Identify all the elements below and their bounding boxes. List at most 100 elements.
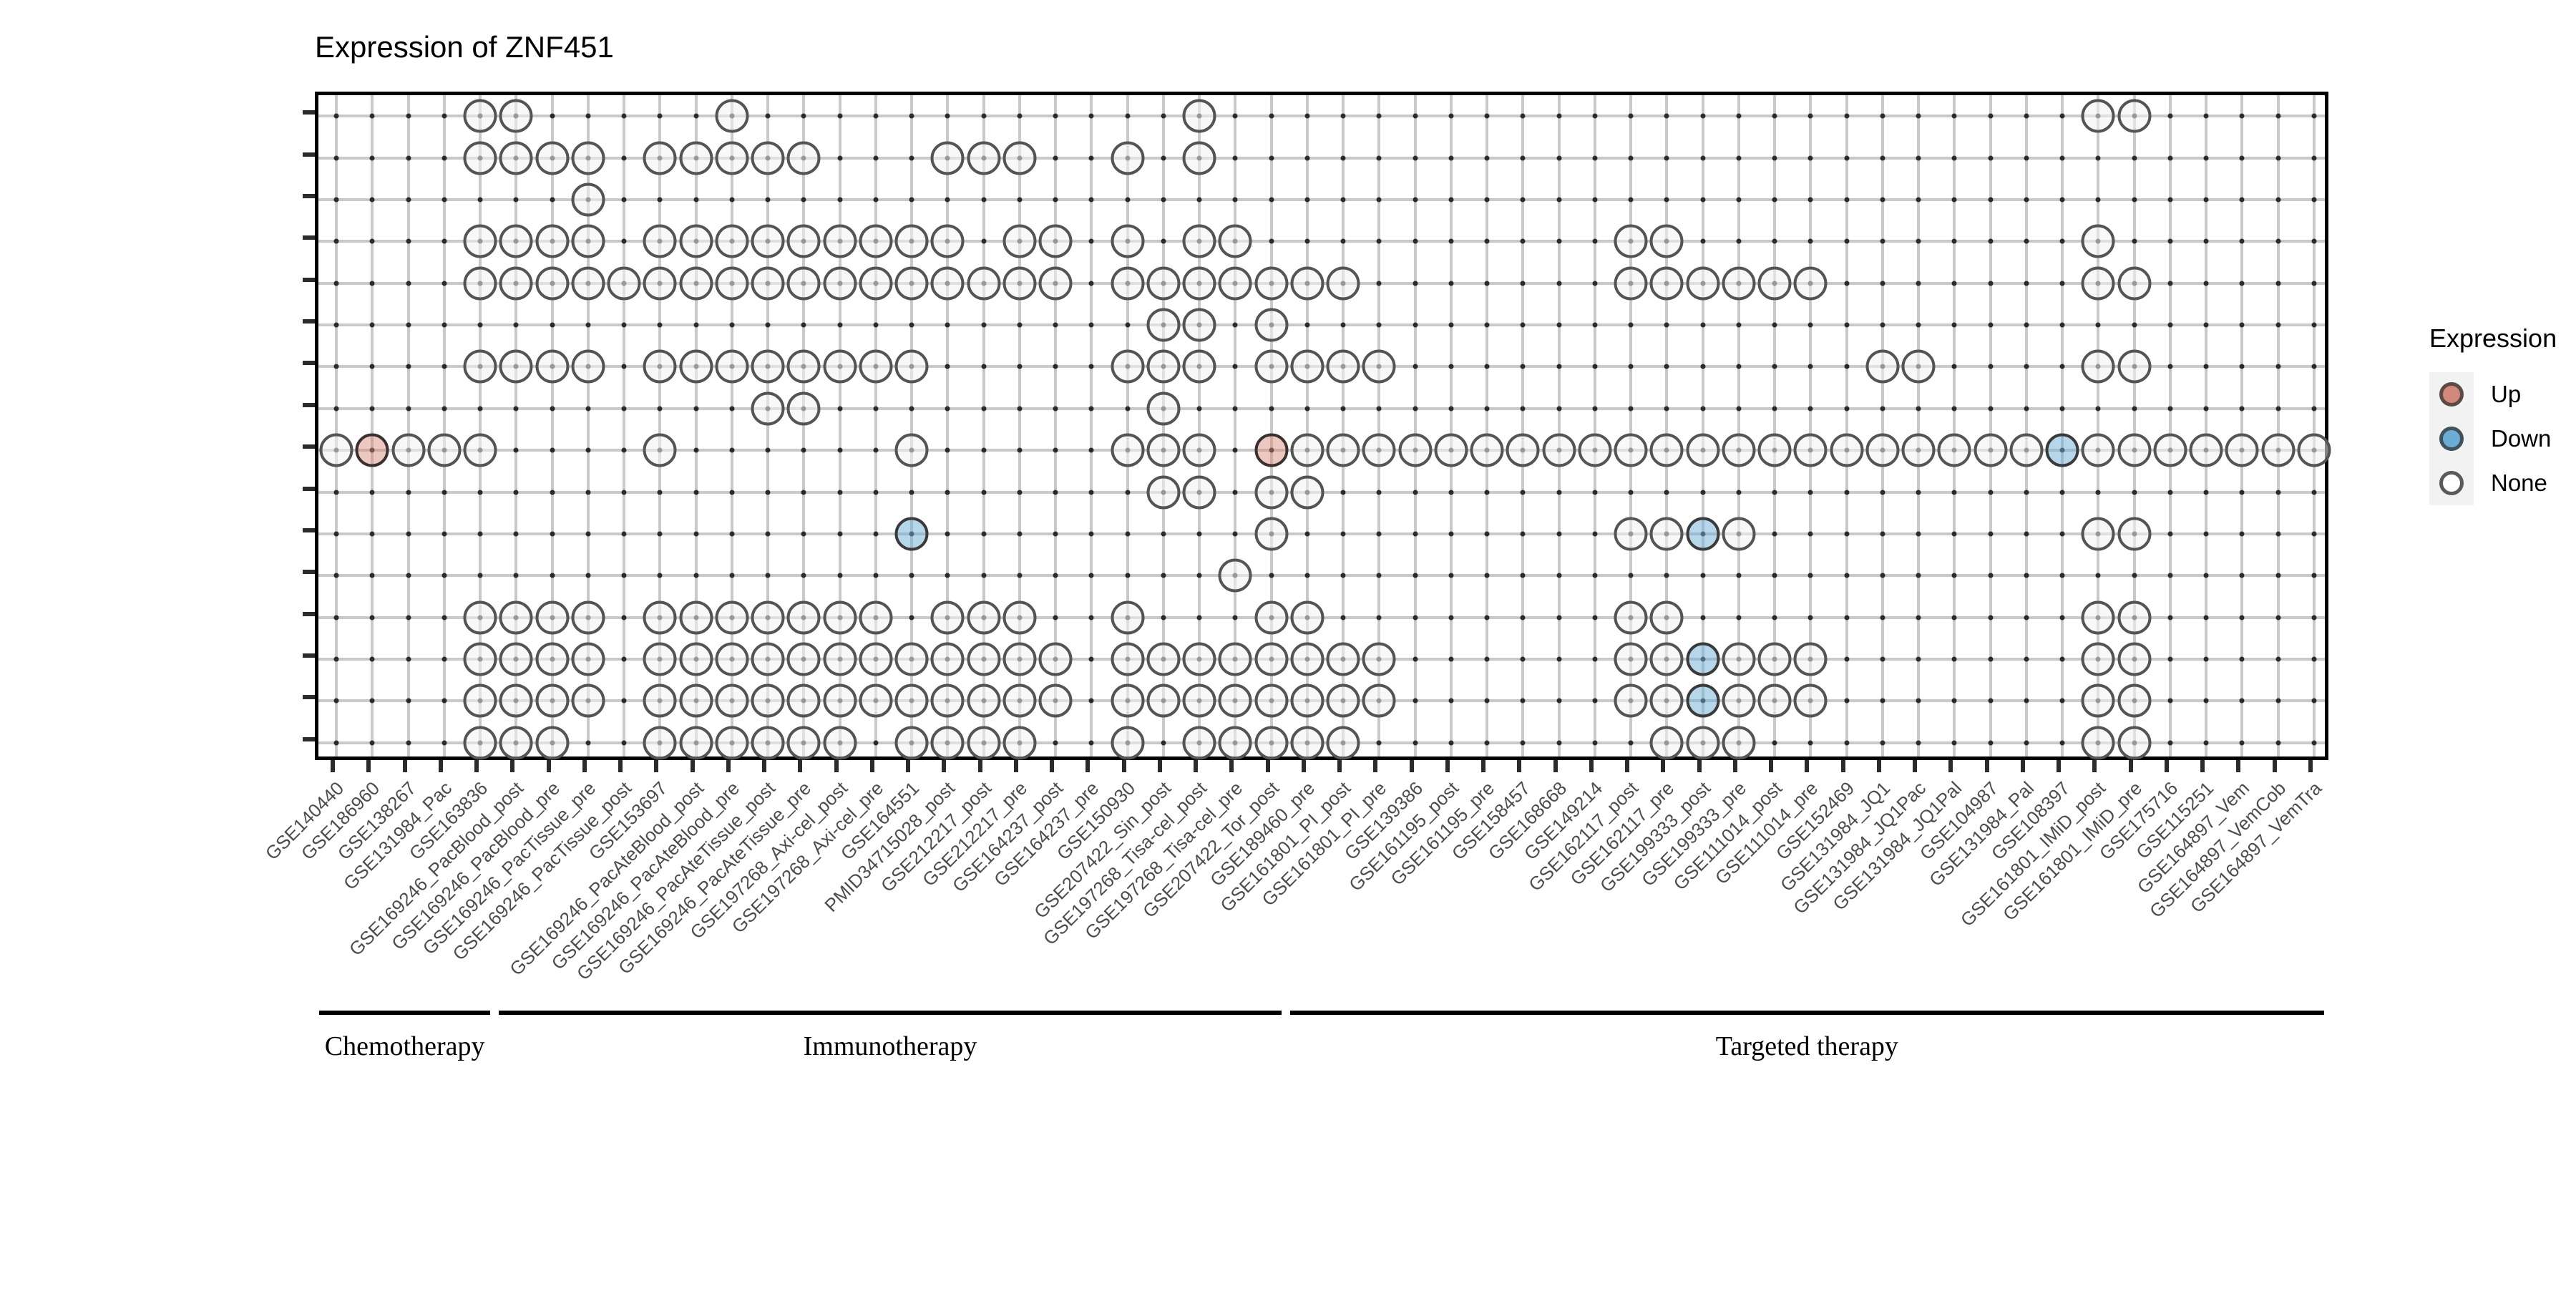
expression-dot-none[interactable] — [643, 224, 677, 258]
legend-item-none[interactable]: None — [2429, 461, 2557, 505]
expression-dot-none[interactable] — [463, 726, 497, 760]
expression-dot-none[interactable] — [2009, 433, 2044, 467]
expression-dot-none[interactable] — [751, 642, 785, 676]
expression-dot-none[interactable] — [1362, 433, 1396, 467]
expression-dot-none[interactable] — [786, 266, 821, 301]
expression-dot-none[interactable] — [1146, 308, 1181, 342]
expression-dot-none[interactable] — [2261, 433, 2296, 467]
expression-dot-none[interactable] — [859, 266, 893, 301]
expression-dot-none[interactable] — [930, 224, 965, 258]
expression-dot-none[interactable] — [1542, 433, 1576, 467]
expression-dot-none[interactable] — [1218, 683, 1252, 718]
expression-dot-none[interactable] — [499, 600, 533, 635]
expression-dot-none[interactable] — [823, 349, 857, 384]
expression-dot-none[interactable] — [1182, 475, 1216, 510]
expression-dot-none[interactable] — [1002, 266, 1037, 301]
expression-dot-none[interactable] — [1865, 349, 1900, 384]
expression-dot-none[interactable] — [1326, 266, 1360, 301]
expression-dot-none[interactable] — [499, 141, 533, 175]
expression-dot-none[interactable] — [1722, 726, 1756, 760]
expression-dot-none[interactable] — [2081, 349, 2115, 384]
expression-dot-none[interactable] — [786, 600, 821, 635]
expression-dot-none[interactable] — [1111, 266, 1145, 301]
expression-dot-none[interactable] — [1254, 349, 1289, 384]
expression-dot-none[interactable] — [930, 266, 965, 301]
expression-dot-none[interactable] — [679, 726, 713, 760]
expression-dot-none[interactable] — [786, 141, 821, 175]
expression-dot-none[interactable] — [571, 183, 605, 217]
expression-dot-none[interactable] — [1470, 433, 1504, 467]
expression-dot-none[interactable] — [751, 141, 785, 175]
expression-dot-none[interactable] — [751, 391, 785, 426]
expression-dot-none[interactable] — [823, 726, 857, 760]
expression-dot-none[interactable] — [859, 683, 893, 718]
expression-dot-none[interactable] — [715, 683, 749, 718]
expression-dot-none[interactable] — [1002, 642, 1037, 676]
expression-dot-none[interactable] — [571, 224, 605, 258]
expression-dot-none[interactable] — [1649, 642, 1684, 676]
expression-dot-none[interactable] — [1326, 433, 1360, 467]
expression-dot-none[interactable] — [1038, 224, 1073, 258]
expression-dot-none[interactable] — [571, 349, 605, 384]
expression-dot-none[interactable] — [1002, 600, 1037, 635]
expression-dot-none[interactable] — [967, 642, 1001, 676]
expression-dot-down[interactable] — [1686, 517, 1720, 551]
expression-dot-none[interactable] — [571, 642, 605, 676]
expression-dot-none[interactable] — [1793, 266, 1828, 301]
expression-dot-none[interactable] — [715, 642, 749, 676]
expression-dot-none[interactable] — [1757, 642, 1792, 676]
expression-dot-down[interactable] — [894, 517, 929, 551]
expression-dot-none[interactable] — [715, 141, 749, 175]
expression-dot-none[interactable] — [1614, 224, 1648, 258]
expression-dot-none[interactable] — [679, 600, 713, 635]
expression-dot-none[interactable] — [1722, 642, 1756, 676]
expression-dot-none[interactable] — [463, 224, 497, 258]
expression-dot-none[interactable] — [1506, 433, 1540, 467]
expression-dot-none[interactable] — [2117, 517, 2152, 551]
expression-dot-none[interactable] — [930, 141, 965, 175]
expression-dot-none[interactable] — [499, 642, 533, 676]
expression-dot-none[interactable] — [1614, 266, 1648, 301]
expression-dot-none[interactable] — [1002, 141, 1037, 175]
expression-dot-none[interactable] — [1649, 683, 1684, 718]
expression-dot-none[interactable] — [1218, 266, 1252, 301]
expression-dot-none[interactable] — [1290, 433, 1324, 467]
expression-dot-none[interactable] — [1182, 141, 1216, 175]
expression-dot-none[interactable] — [2081, 266, 2115, 301]
expression-dot-none[interactable] — [2117, 642, 2152, 676]
expression-dot-none[interactable] — [751, 726, 785, 760]
expression-dot-none[interactable] — [1111, 141, 1145, 175]
expression-dot-none[interactable] — [607, 266, 641, 301]
expression-dot-none[interactable] — [2297, 433, 2331, 467]
expression-dot-none[interactable] — [535, 683, 570, 718]
expression-dot-none[interactable] — [967, 141, 1001, 175]
expression-dot-none[interactable] — [1865, 433, 1900, 467]
expression-dot-up[interactable] — [355, 433, 389, 467]
expression-dot-none[interactable] — [427, 433, 462, 467]
expression-dot-none[interactable] — [1757, 683, 1792, 718]
expression-dot-none[interactable] — [1722, 517, 1756, 551]
expression-dot-none[interactable] — [786, 642, 821, 676]
expression-dot-none[interactable] — [2081, 726, 2115, 760]
expression-dot-none[interactable] — [643, 726, 677, 760]
expression-dot-none[interactable] — [319, 433, 353, 467]
expression-dot-none[interactable] — [1182, 99, 1216, 133]
expression-dot-none[interactable] — [463, 642, 497, 676]
expression-dot-none[interactable] — [1937, 433, 1971, 467]
expression-dot-none[interactable] — [1254, 683, 1289, 718]
expression-dot-none[interactable] — [1038, 642, 1073, 676]
expression-dot-none[interactable] — [1146, 349, 1181, 384]
expression-dot-down[interactable] — [1686, 642, 1720, 676]
expression-dot-none[interactable] — [391, 433, 426, 467]
expression-dot-none[interactable] — [967, 726, 1001, 760]
expression-dot-none[interactable] — [1614, 683, 1648, 718]
expression-dot-none[interactable] — [751, 600, 785, 635]
expression-dot-none[interactable] — [1722, 683, 1756, 718]
expression-dot-none[interactable] — [499, 349, 533, 384]
expression-dot-none[interactable] — [679, 683, 713, 718]
expression-dot-none[interactable] — [535, 642, 570, 676]
expression-dot-none[interactable] — [2081, 517, 2115, 551]
expression-dot-none[interactable] — [1111, 433, 1145, 467]
expression-dot-none[interactable] — [1254, 517, 1289, 551]
expression-dot-none[interactable] — [1254, 308, 1289, 342]
